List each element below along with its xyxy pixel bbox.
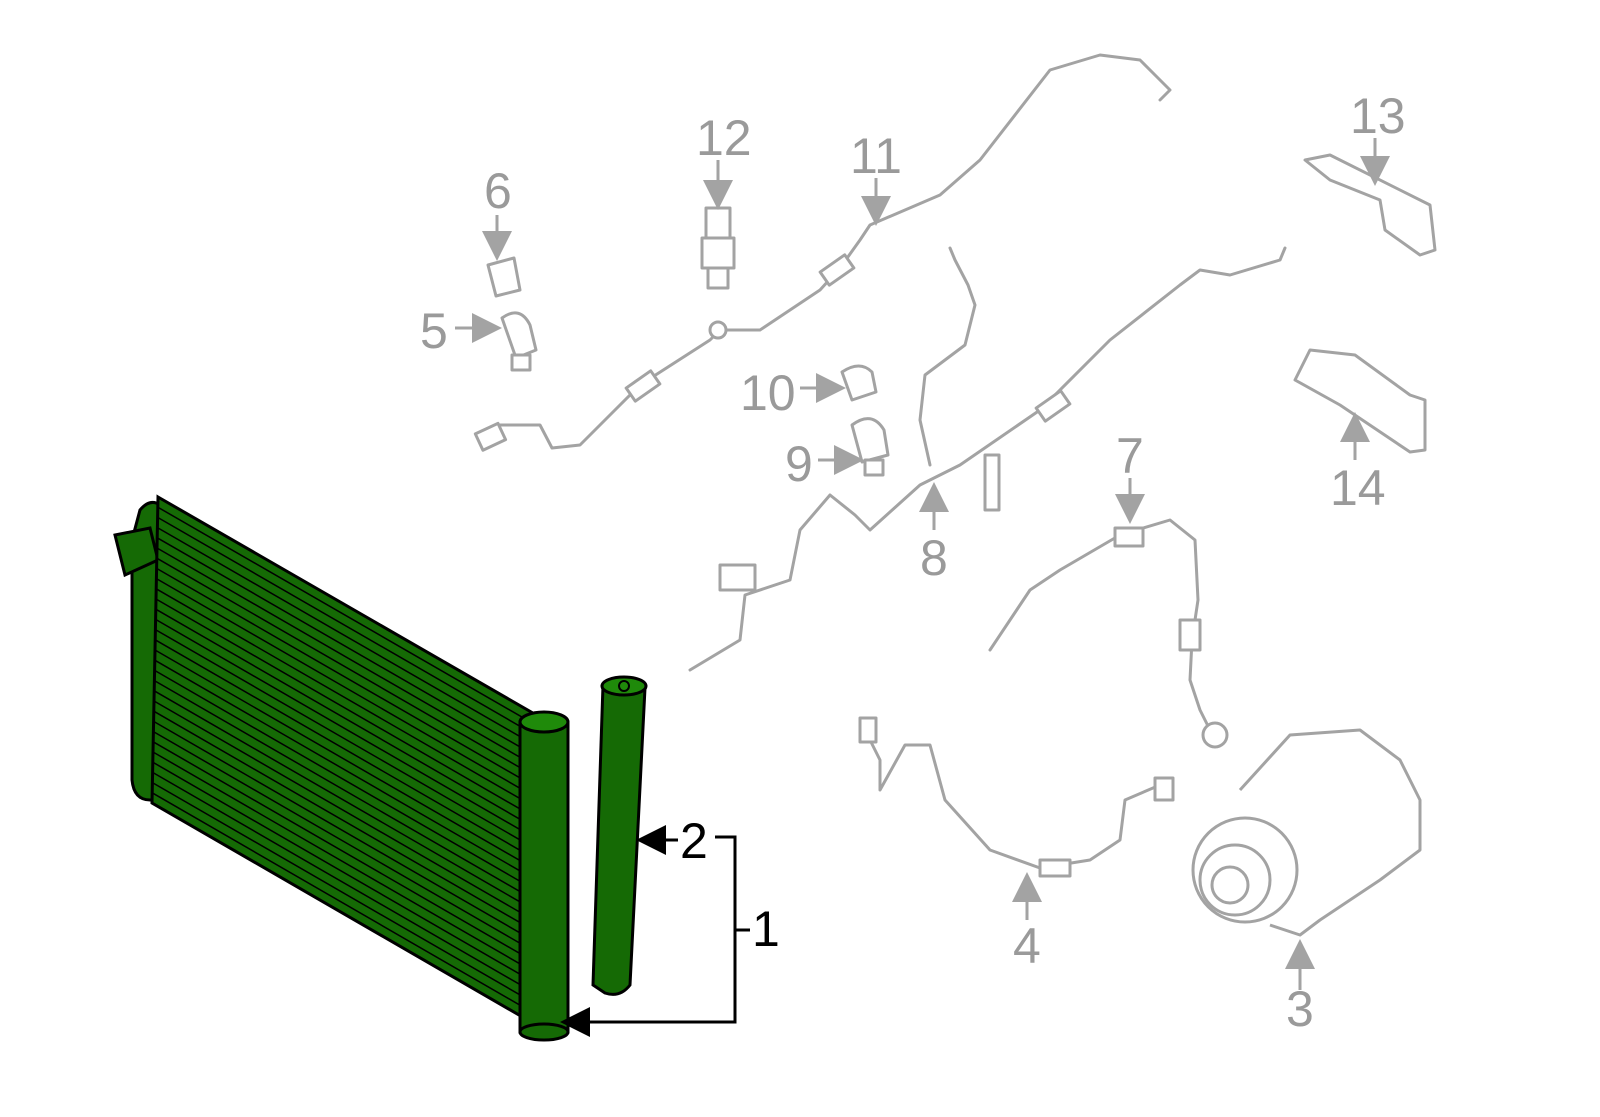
condenser-fin	[152, 761, 546, 990]
drier-cartridge[interactable]	[591, 675, 648, 996]
condenser-fin	[152, 771, 546, 1000]
condenser-fin	[151, 792, 546, 1021]
line-4[interactable]	[858, 716, 1175, 878]
condenser-fin	[154, 649, 546, 876]
cap-6[interactable]	[486, 256, 522, 298]
condenser-fin	[157, 516, 546, 742]
condenser-fin	[153, 730, 546, 959]
condenser-fin	[152, 751, 546, 979]
bracket-13[interactable]	[1303, 153, 1437, 257]
callout-2[interactable]: 2	[680, 813, 708, 869]
condenser-core	[150, 494, 547, 1033]
callout-3[interactable]: 3	[1286, 981, 1314, 1037]
condenser-fin	[153, 720, 546, 948]
compressor-3[interactable]	[1191, 728, 1422, 937]
condenser-fin	[157, 526, 546, 752]
callout-10[interactable]: 10	[740, 365, 796, 421]
callout-14[interactable]: 14	[1330, 460, 1386, 516]
cap-10[interactable]	[840, 364, 878, 402]
condenser-fin	[153, 700, 546, 928]
valve-9[interactable]	[850, 417, 890, 477]
condenser-fin	[156, 547, 546, 773]
condenser[interactable]	[113, 494, 570, 1042]
callout-12[interactable]: 12	[696, 110, 752, 166]
callout-13[interactable]: 13	[1350, 88, 1406, 144]
callout-5[interactable]: 5	[420, 303, 448, 359]
condenser-fin	[152, 741, 546, 969]
callout-11[interactable]: 11	[850, 128, 902, 184]
condenser-receiver-tank	[518, 710, 570, 1042]
callout-6[interactable]: 6	[484, 163, 512, 219]
condenser-fin	[156, 567, 546, 793]
callout-8[interactable]: 8	[920, 530, 948, 586]
condenser-fin	[152, 781, 546, 1010]
callout-9[interactable]: 9	[785, 436, 813, 492]
condenser-fin	[154, 639, 546, 866]
callout-1-leader	[568, 835, 750, 1024]
condenser-fin	[153, 690, 546, 917]
condenser-fin	[155, 618, 546, 845]
condenser-fin	[154, 659, 546, 886]
line-11[interactable]	[473, 53, 1172, 452]
callout-4[interactable]: 4	[1013, 918, 1041, 974]
condenser-fin	[154, 669, 546, 897]
condenser-fin	[155, 588, 546, 814]
line-7[interactable]	[988, 518, 1229, 749]
bracket-14[interactable]	[1293, 348, 1427, 454]
callout-1[interactable]: 1	[752, 901, 780, 957]
condenser-fin	[155, 628, 546, 855]
condenser-fin	[157, 506, 546, 731]
valve-5[interactable]	[500, 311, 538, 372]
condenser-fin	[156, 557, 546, 783]
condenser-fin	[153, 710, 546, 938]
condenser-fin	[156, 537, 546, 762]
callout-7[interactable]: 7	[1116, 428, 1144, 484]
condenser-fin	[156, 577, 546, 804]
condenser-fin	[154, 679, 546, 907]
condenser-fin	[155, 598, 546, 824]
condenser-fin	[155, 608, 546, 835]
pressure-sensor-12[interactable]	[700, 206, 736, 290]
